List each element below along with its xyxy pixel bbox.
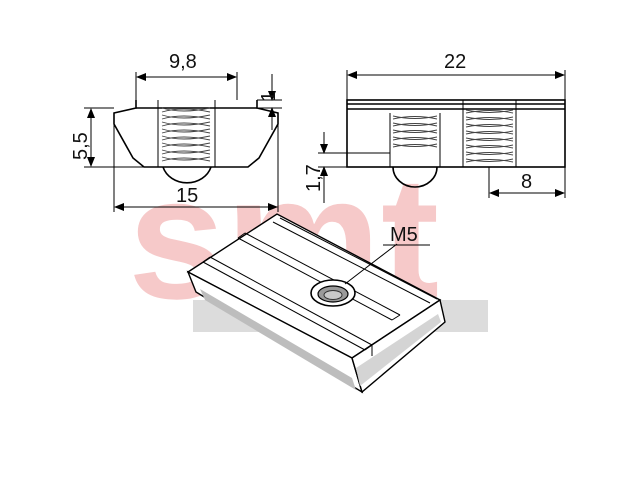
isometric-view: M5 [186,213,446,394]
front-view: 9,8 1 5,5 15 [70,51,282,212]
dim-bottom-label: 15 [176,185,198,207]
thread-label: M5 [390,224,418,246]
iso-right-shade [356,314,441,386]
iso-rail-left-1 [202,261,366,351]
iso-step-right [237,232,401,321]
iso-rail-left-2 [209,256,373,346]
iso-rail-right-1 [272,221,431,304]
dim-side-label: 5,5 [70,132,92,160]
iso-rail-left-4 [244,232,401,316]
iso-step-left [202,256,373,356]
dim-lip-label: 1 [258,91,280,102]
side-view: 22 8 1,7 [303,51,566,203]
dim-hole-label: 8 [521,171,532,193]
dim-length-label: 22 [444,51,466,73]
side-thread-hatching-2 [465,109,514,163]
front-ball-arc [162,166,212,184]
dim-base-label: 1,7 [303,164,325,192]
iso-rail-right-2 [279,217,438,300]
front-thread-hatching [161,107,211,162]
side-outline [346,99,566,168]
iso-front-shade [200,289,356,390]
iso-rail-left-3 [237,237,393,321]
thread-leader-line [344,243,398,285]
dim-top-width-label: 9,8 [169,51,197,73]
side-thread-hatching-1 [392,115,438,148]
side-ball-arc [392,166,438,188]
iso-thread-hole-core [323,290,343,300]
